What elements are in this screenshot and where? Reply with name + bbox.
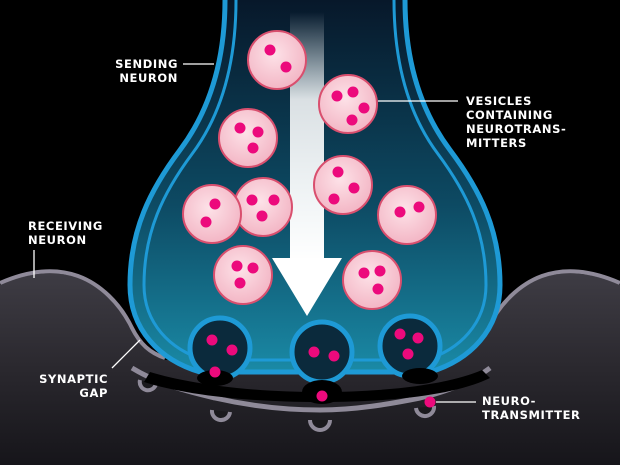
- vesicle: [313, 155, 373, 215]
- vesicle: [233, 177, 293, 237]
- vesicle: [318, 74, 378, 134]
- neurotransmitter: [209, 366, 221, 378]
- leader-lines: [33, 63, 476, 403]
- vesicle: [247, 30, 307, 90]
- synaptic-cleft: [144, 370, 490, 402]
- receptor: [209, 409, 232, 422]
- vesicle: [213, 245, 273, 305]
- receptors: [137, 379, 437, 432]
- receptor: [414, 405, 437, 418]
- released-neurotransmitters: [209, 366, 436, 408]
- fused-vesicle: [289, 319, 355, 385]
- label-receiving-neuron: RECEIVING NEURON: [28, 219, 103, 247]
- vesicle: [218, 108, 278, 168]
- fused-vesicle: [187, 315, 253, 381]
- receptor: [137, 379, 158, 393]
- label-synaptic-gap: SYNAPTIC GAP: [39, 372, 108, 400]
- vesicle: [377, 185, 437, 245]
- label-neurotransmitter: NEURO- TRANSMITTER: [482, 394, 581, 422]
- vesicle: [342, 250, 402, 310]
- vesicle: [182, 184, 242, 244]
- neurotransmitter: [424, 396, 436, 408]
- leader-synaptic-gap: [111, 339, 141, 369]
- receptor: [308, 419, 332, 432]
- fused-vesicle: [377, 313, 443, 379]
- fused-vesicles: [187, 313, 443, 385]
- label-vesicles: VESICLES CONTAINING NEUROTRANS- MITTERS: [466, 94, 567, 150]
- label-sending-neuron: SENDING NEURON: [115, 57, 178, 85]
- vesicles: [182, 30, 437, 310]
- neurotransmitter: [316, 390, 328, 402]
